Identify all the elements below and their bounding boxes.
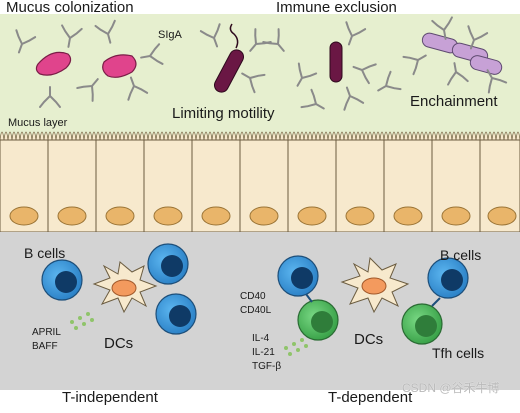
bacterium-dark-1 <box>213 49 245 93</box>
label-enchainment: Enchainment <box>410 93 498 110</box>
label-immune-exclusion: Immune exclusion <box>276 0 397 16</box>
b-cell-left-1 <box>41 259 83 301</box>
label-mucus-colonization: Mucus colonization <box>6 0 134 16</box>
label-il4: IL-4 <box>252 333 270 344</box>
bacterium-pink-1 <box>35 51 72 76</box>
b-cell-left-2 <box>147 243 189 285</box>
tfh-cell-right-2 <box>401 303 443 345</box>
label-b-cells-left: B cells <box>24 245 66 261</box>
label-b-cells-right: B cells <box>440 247 482 263</box>
cytokine-dots-right <box>284 338 308 356</box>
watermark: CSDN @谷禾牛博 <box>402 381 500 395</box>
label-il21: IL-21 <box>252 347 275 358</box>
dendritic-cell-right <box>340 256 410 314</box>
epithelial-cell-borders <box>47 140 481 232</box>
label-limiting-motility: Limiting motility <box>172 105 275 122</box>
b-cell-left-3 <box>155 293 197 335</box>
dendritic-cell-left <box>92 261 158 314</box>
label-siga: SIgA <box>158 29 182 41</box>
label-dcs-right: DCs <box>354 331 384 348</box>
b-cell-right-2 <box>427 257 469 299</box>
label-tfh-cells: Tfh cells <box>432 345 485 361</box>
label-tgfb: TGF-β <box>252 361 282 372</box>
label-t-dependent: T-dependent <box>328 389 413 406</box>
label-april: APRIL <box>32 327 61 338</box>
label-cd40l: CD40L <box>240 305 272 316</box>
bacterium-dark-2 <box>329 41 343 83</box>
b-cell-right-1 <box>277 255 319 297</box>
label-baff: BAFF <box>32 341 58 352</box>
tfh-cell-right-1 <box>297 299 339 341</box>
cytokine-dots-left <box>70 312 94 330</box>
label-mucus-layer: Mucus layer <box>8 117 68 129</box>
label-t-independent: T-independent <box>62 389 158 406</box>
bacteria-chain <box>402 16 508 94</box>
label-dcs-left: DCs <box>104 335 134 352</box>
label-cd40: CD40 <box>240 291 266 302</box>
bacterium-pink-2 <box>102 54 137 78</box>
